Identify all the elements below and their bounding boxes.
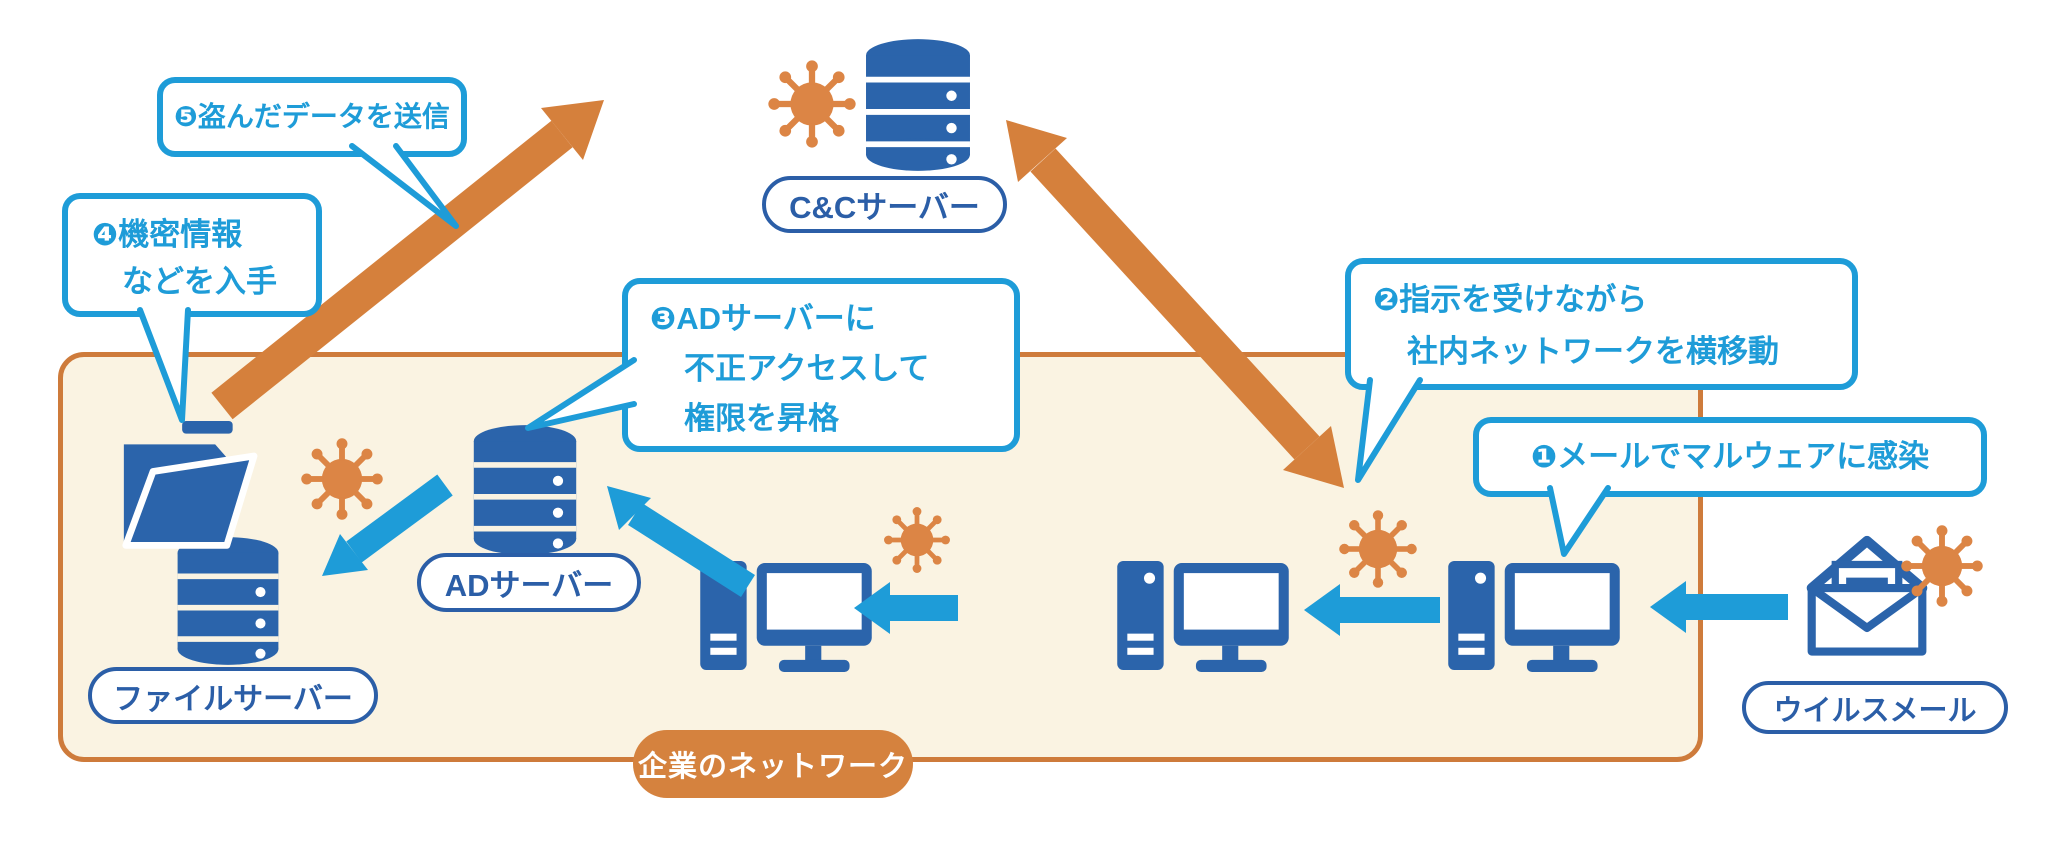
cc-server-label: C&Cサーバー	[762, 176, 1007, 233]
cc-server-database-icon	[860, 38, 976, 172]
desktop-computer-icon	[1448, 561, 1620, 674]
virus-icon	[1900, 524, 1984, 608]
step3-text-line1: ❸ADサーバーに	[650, 301, 876, 336]
virus-mail-label: ウイルスメール	[1742, 681, 2008, 734]
ad-server-database-icon	[468, 424, 582, 556]
step4-text-line2: などを入手	[122, 264, 277, 299]
virus-icon	[1338, 509, 1418, 589]
corporate-network-label-text: 企業のネットワーク	[637, 751, 908, 783]
step3-text-line3: 権限を昇格	[684, 401, 839, 436]
ad-server-label-text: ADサーバー	[444, 568, 614, 603]
virus-mail-label-text: ウイルスメール	[1773, 694, 1977, 727]
virus-icon	[883, 506, 951, 574]
step5-bubble: ❺盗んだデータを送信	[157, 77, 467, 157]
step4-bubble: ❹機密情報 などを入手	[62, 193, 322, 317]
desktop-computer-icon	[700, 561, 872, 674]
cc-server-label-text: C&Cサーバー	[789, 190, 980, 225]
desktop-computer-icon	[1117, 561, 1289, 674]
step2-text-line2: 社内ネットワークを横移動	[1407, 334, 1779, 369]
ad-server-label: ADサーバー	[417, 553, 641, 612]
step5-text: ❺盗んだデータを送信	[174, 100, 450, 132]
step1-text: ❶メールでマルウェアに感染	[1530, 438, 1930, 474]
step1-bubble: ❶メールでマルウェアに感染	[1473, 417, 1987, 497]
open-folder-icon	[114, 421, 260, 557]
step2-bubble: ❷指示を受けながら 社内ネットワークを横移動	[1345, 258, 1858, 390]
step3-bubble: ❸ADサーバーに 不正アクセスして 権限を昇格	[622, 278, 1020, 452]
step3-text-line2: 不正アクセスして	[684, 351, 930, 386]
step4-text-line1: ❹機密情報	[92, 217, 243, 252]
corporate-network-label: 企業のネットワーク	[633, 730, 913, 798]
virus-icon	[767, 59, 857, 149]
file-server-label: ファイルサーバー	[88, 667, 378, 724]
virus-icon	[300, 437, 384, 521]
file-server-label-text: ファイルサーバー	[113, 682, 353, 716]
step2-text-line1: ❷指示を受けながら	[1373, 282, 1648, 317]
